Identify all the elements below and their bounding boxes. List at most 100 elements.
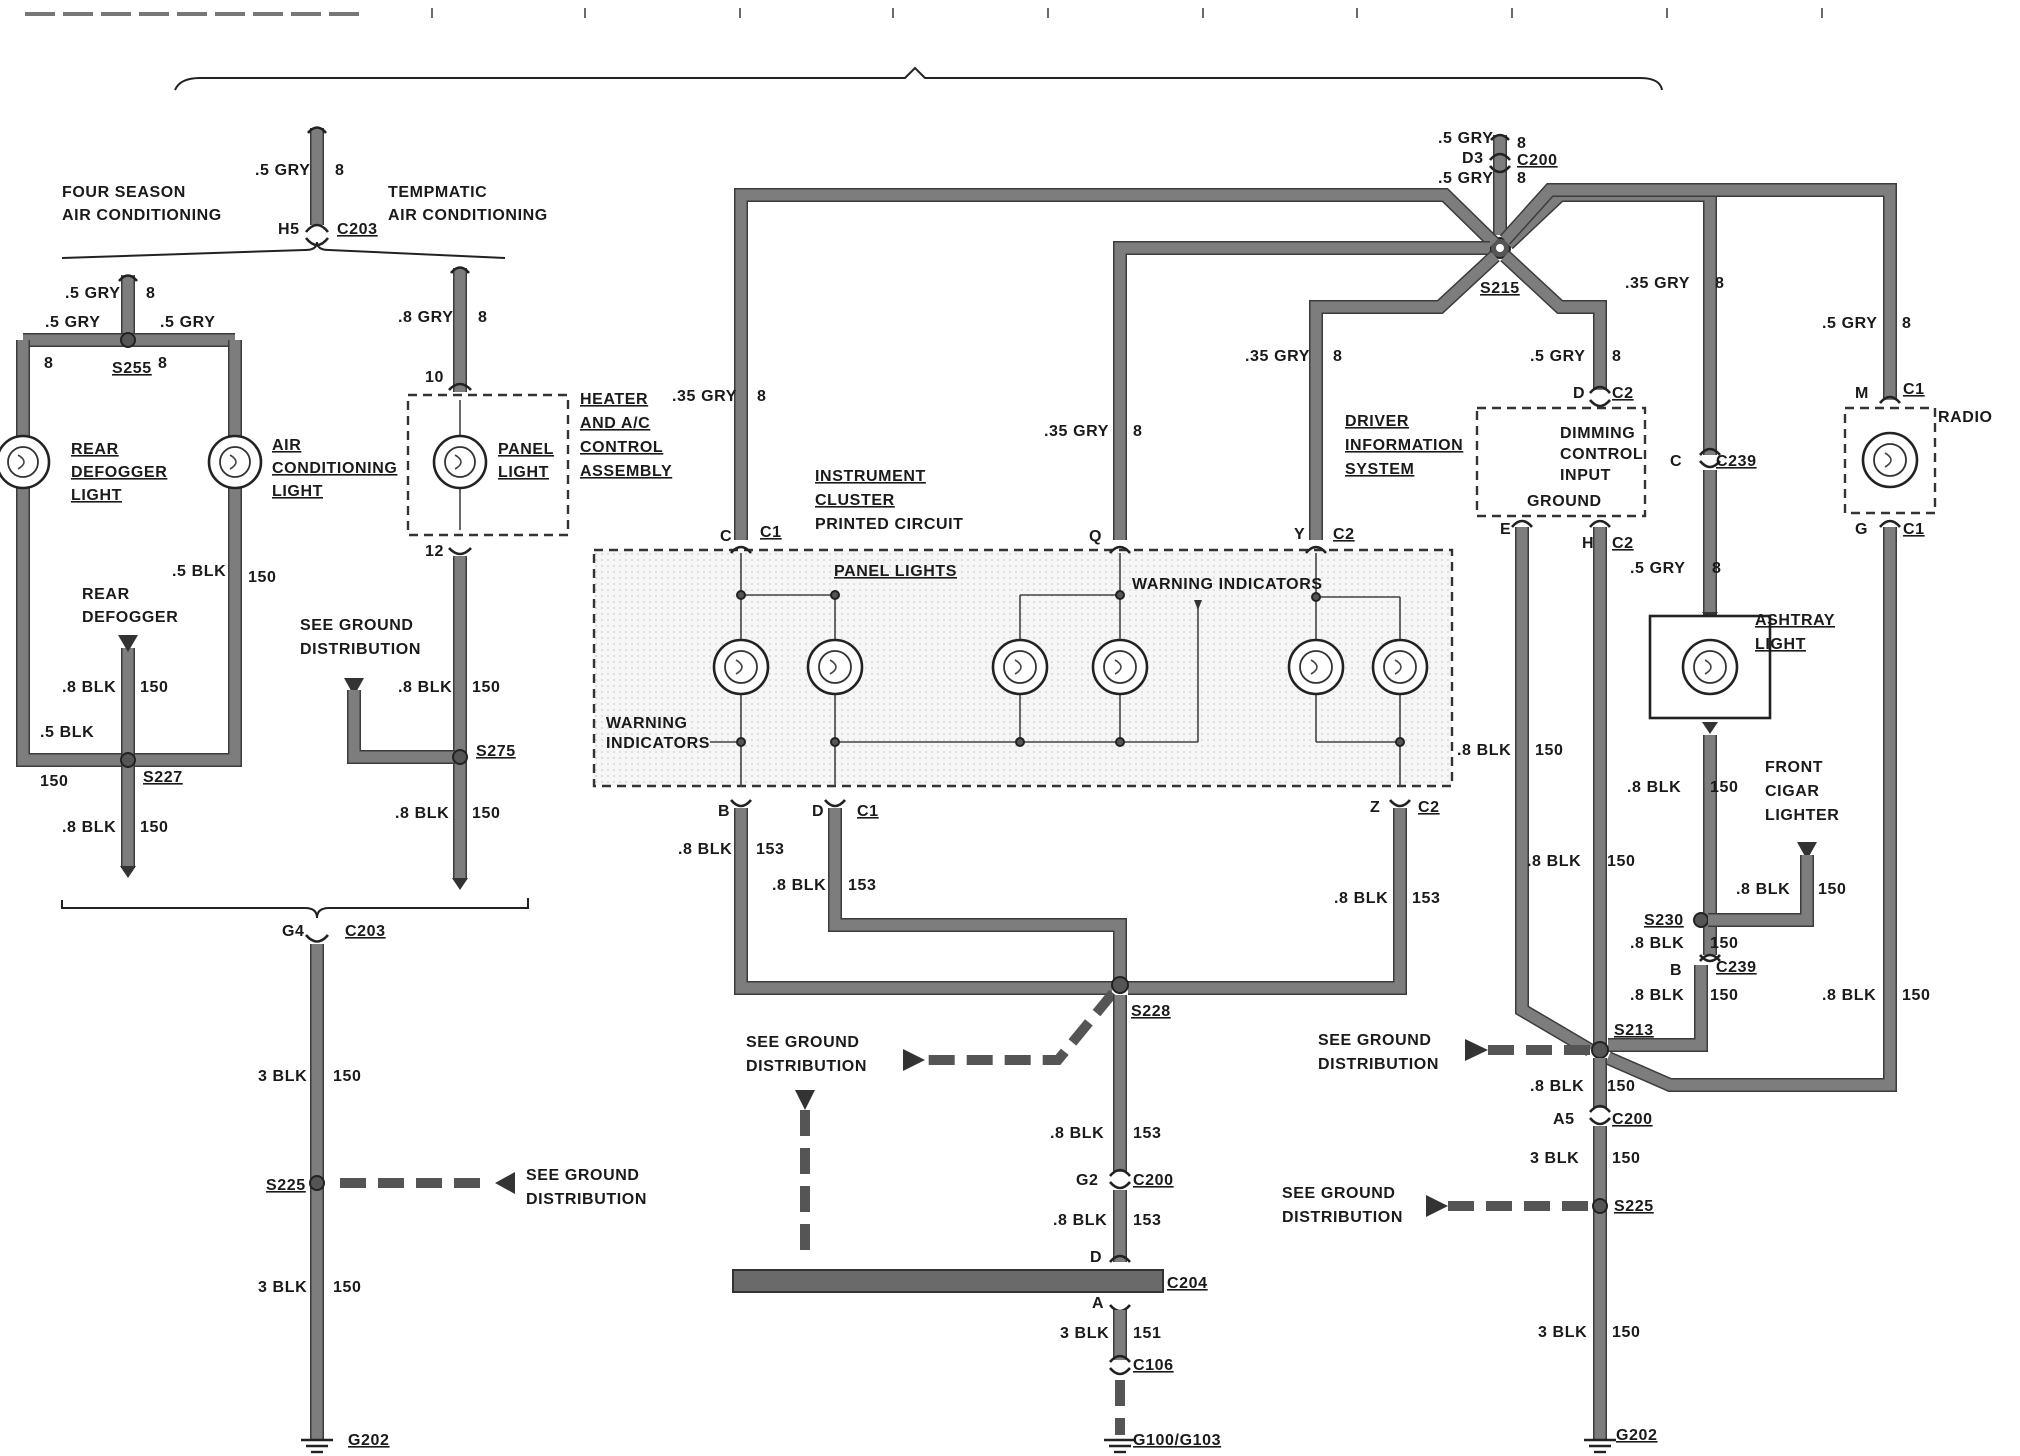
circuit-label: 153 <box>1133 1125 1162 1142</box>
wire-label: .35 GRY <box>672 388 737 405</box>
rear-defogger-light-label-3: LIGHT <box>71 487 122 504</box>
connector-label: C203 <box>345 923 386 940</box>
heater-ac-label-4: ASSEMBLY <box>580 463 672 480</box>
circuit-label: 150 <box>333 1068 362 1085</box>
circuit-label: 153 <box>1412 890 1441 907</box>
connector-pin-label: Z <box>1370 799 1380 816</box>
wire-label: .8 BLK <box>62 679 116 696</box>
circuit-label: 150 <box>333 1279 362 1296</box>
circuit-label: 150 <box>1818 881 1847 898</box>
wire-label: .5 GRY <box>1530 348 1585 365</box>
dimming-control-label-2: CONTROL <box>1560 446 1643 463</box>
g202-left-ground-icon <box>301 1438 333 1454</box>
connector-label: C239 <box>1716 453 1757 470</box>
splice-label: S228 <box>1131 1003 1171 1020</box>
instrument-cluster-label: INSTRUMENT <box>815 468 926 485</box>
wire-label: .8 BLK <box>1457 742 1511 759</box>
connector-pin-label: G <box>1855 521 1868 538</box>
radio-box <box>1843 406 1937 515</box>
air-conditioning-light-bulb <box>207 434 263 490</box>
dimming-control-input-box <box>1475 406 1647 518</box>
cluster-bulb-4 <box>1091 638 1149 696</box>
see-ground-label-2: DISTRIBUTION <box>300 641 421 658</box>
circuit-label: 8 <box>1715 275 1725 292</box>
circuit-label: 8 <box>1712 560 1722 577</box>
connector-label: C200 <box>1133 1172 1174 1189</box>
wire-label: .5 GRY <box>1438 170 1493 187</box>
rear-defogger-label-2: DEFOGGER <box>82 609 178 626</box>
dimming-control-label-3: INPUT <box>1560 467 1611 484</box>
circuit-label: 8 <box>146 285 156 302</box>
circuit-label: 150 <box>1612 1150 1641 1167</box>
connector-pin-label: H5 <box>278 221 300 238</box>
wire-label: .8 BLK <box>1334 890 1388 907</box>
wire-label: .5 GRY <box>45 314 100 331</box>
wire-label: .8 BLK <box>62 819 116 836</box>
circuit-label: 8 <box>335 162 345 179</box>
driver-info-system-label-3: SYSTEM <box>1345 461 1414 478</box>
circuit-label: 150 <box>1710 987 1739 1004</box>
connector-pin-label: D <box>1090 1249 1102 1266</box>
circuit-label: 153 <box>1133 1212 1162 1229</box>
circuit-label: 8 <box>1902 315 1912 332</box>
wire-label: .5 GRY <box>65 285 120 302</box>
splice-label: S275 <box>476 743 516 760</box>
wire-label: .35 GRY <box>1625 275 1690 292</box>
connector-label: C2 <box>1612 535 1634 552</box>
circuit-label: 8 <box>1612 348 1622 365</box>
connector-pin-label: H <box>1582 535 1594 552</box>
warning-indicators-left-label: WARNING <box>606 715 688 732</box>
circuit-label: 150 <box>1607 1078 1636 1095</box>
front-cigar-lighter-label: FRONT <box>1765 759 1823 776</box>
cluster-bulb-1 <box>712 638 770 696</box>
connector-pin-label: E <box>1500 521 1511 538</box>
splice-label: S225 <box>1614 1198 1654 1215</box>
splice-label: S230 <box>1644 912 1684 929</box>
cluster-bulb-2 <box>806 638 864 696</box>
circuit-label: 8 <box>158 355 168 372</box>
dimming-ground-label: GROUND <box>1527 493 1602 510</box>
circuit-label: 150 <box>1535 742 1564 759</box>
wire-label: .5 BLK <box>40 724 94 741</box>
circuit-label: 150 <box>1607 853 1636 870</box>
connector-label: C200 <box>1612 1111 1653 1128</box>
circuit-label: 8 <box>757 388 767 405</box>
see-ground-label-2: DISTRIBUTION <box>746 1058 867 1075</box>
connector-pin-label: B <box>718 803 730 820</box>
panel-light-label: PANEL <box>498 441 554 458</box>
connector-pin-label: B <box>1670 962 1682 979</box>
g202-right-ground-icon <box>1584 1438 1616 1454</box>
connector-pin-label: D <box>812 803 824 820</box>
circuit-label: 150 <box>40 773 69 790</box>
connector-pin-label: A5 <box>1553 1111 1575 1128</box>
air-conditioning-light-label-3: LIGHT <box>272 483 323 500</box>
rear-defogger-label: REAR <box>82 586 130 603</box>
see-ground-label-2: DISTRIBUTION <box>526 1191 647 1208</box>
see-ground-label: SEE GROUND <box>526 1167 640 1184</box>
connector-pin-label: C <box>1670 453 1682 470</box>
right-section <box>1426 385 1937 1454</box>
connector-pin-label: 12 <box>425 543 444 560</box>
ground-label: G202 <box>348 1432 390 1449</box>
connector-label: C1 <box>1903 521 1925 538</box>
wire-label: .8 BLK <box>1630 987 1684 1004</box>
heater-ac-label-3: CONTROL <box>580 439 663 456</box>
rear-defogger-light-label: REAR <box>71 441 119 458</box>
connector-pin-label: D3 <box>1462 150 1484 167</box>
air-conditioning-light-label-2: CONDITIONING <box>272 460 397 477</box>
instrument-cluster-label-2: CLUSTER <box>815 492 895 509</box>
connector-label: C1 <box>857 803 879 820</box>
wire-label: .8 BLK <box>1527 853 1581 870</box>
see-ground-label: SEE GROUND <box>746 1034 860 1051</box>
instrument-cluster-printed-circuit-box <box>592 548 1454 788</box>
connector-pin-label: A <box>1092 1295 1104 1312</box>
wire-label: .8 BLK <box>395 805 449 822</box>
ashtray-light-bulb <box>1681 638 1739 696</box>
connector-label: C200 <box>1517 152 1558 169</box>
circuit-label: 8 <box>1133 423 1143 440</box>
wire-label: .5 GRY <box>1438 130 1493 147</box>
instrument-cluster-label-3: PRINTED CIRCUIT <box>815 516 964 533</box>
splice-label: S215 <box>1480 280 1520 297</box>
ashtray-light-label: ASHTRAY <box>1755 612 1835 629</box>
cluster-bulb-6 <box>1371 638 1429 696</box>
